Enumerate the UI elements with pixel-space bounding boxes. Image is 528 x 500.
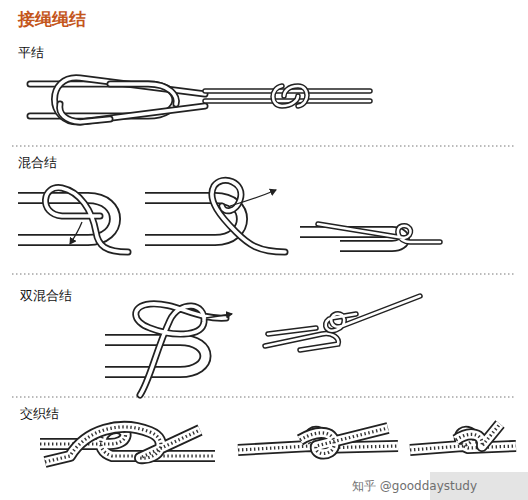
- diagram-title-holder: 接绳绳结: [18, 8, 86, 31]
- rope-stroke: [12, 397, 516, 398]
- double-sheet-bend-tight: [265, 296, 420, 350]
- knot-name-holder: 交织结: [20, 403, 59, 423]
- rope-stroke: [55, 78, 206, 122]
- reef-knot-open: [30, 78, 205, 122]
- rope-stroke: [205, 100, 370, 103]
- rope-stroke: [265, 334, 338, 350]
- double-sheet-bend-open: [105, 304, 232, 395]
- rope-stroke: [300, 428, 388, 454]
- carrick-step2: [238, 428, 398, 454]
- reef-knot-tight: [205, 86, 370, 106]
- rope-stroke: [268, 328, 316, 334]
- rope-stroke: [268, 328, 316, 334]
- rope-stroke: [318, 224, 440, 242]
- knot-name-holder: 平结: [18, 42, 44, 62]
- watermark-holder: 知乎 @gooddaystudy: [352, 475, 477, 495]
- rope-stroke: [284, 86, 307, 106]
- carrick-tight: [410, 424, 516, 450]
- knot-name: 混合结: [18, 154, 57, 172]
- sheet-bend-step2: [145, 180, 285, 252]
- sheet-bend-step1: [18, 188, 128, 252]
- rope-stroke: [456, 424, 500, 446]
- rope-stroke: [265, 334, 338, 350]
- rope-stroke: [60, 104, 110, 122]
- knot-name: 双混合结: [20, 287, 72, 305]
- diagram-title: 接绳绳结: [18, 8, 86, 31]
- rope-stroke: [45, 427, 200, 462]
- rope-stroke: [55, 78, 206, 122]
- rope-stroke: [300, 428, 388, 454]
- rope-stroke: [70, 222, 82, 244]
- knot-name: 平结: [18, 44, 44, 62]
- rope-stroke: [326, 296, 420, 331]
- rope-stroke: [212, 180, 285, 252]
- rope-stroke: [45, 188, 128, 252]
- rope-stroke: [45, 427, 200, 462]
- rope-stroke: [110, 84, 176, 104]
- rope-stroke: [284, 86, 307, 106]
- rope-stroke: [326, 296, 420, 331]
- sheet-bend-tight: [300, 224, 440, 246]
- knot-name-holder: 混合结: [18, 152, 57, 172]
- rope-stroke: [45, 188, 128, 252]
- rope-stroke: [110, 84, 176, 104]
- rope-stroke: [12, 146, 516, 147]
- section-separator: [12, 146, 516, 397]
- rope-stroke: [12, 274, 516, 275]
- rope-stroke: [230, 190, 276, 206]
- watermark: 知乎 @gooddaystudy: [352, 478, 477, 495]
- rope-stroke: [45, 427, 200, 462]
- rope-stroke: [206, 314, 232, 318]
- rope-stroke: [300, 428, 388, 454]
- rope-stroke: [318, 224, 440, 242]
- knot-name-holder: 双混合结: [20, 285, 72, 305]
- rope-stroke: [456, 424, 500, 446]
- carrick-step1: [40, 427, 215, 462]
- rope-stroke: [456, 424, 500, 446]
- rope-stroke: [60, 104, 110, 122]
- rope-stroke: [212, 180, 285, 252]
- knot-name: 交织结: [20, 405, 59, 423]
